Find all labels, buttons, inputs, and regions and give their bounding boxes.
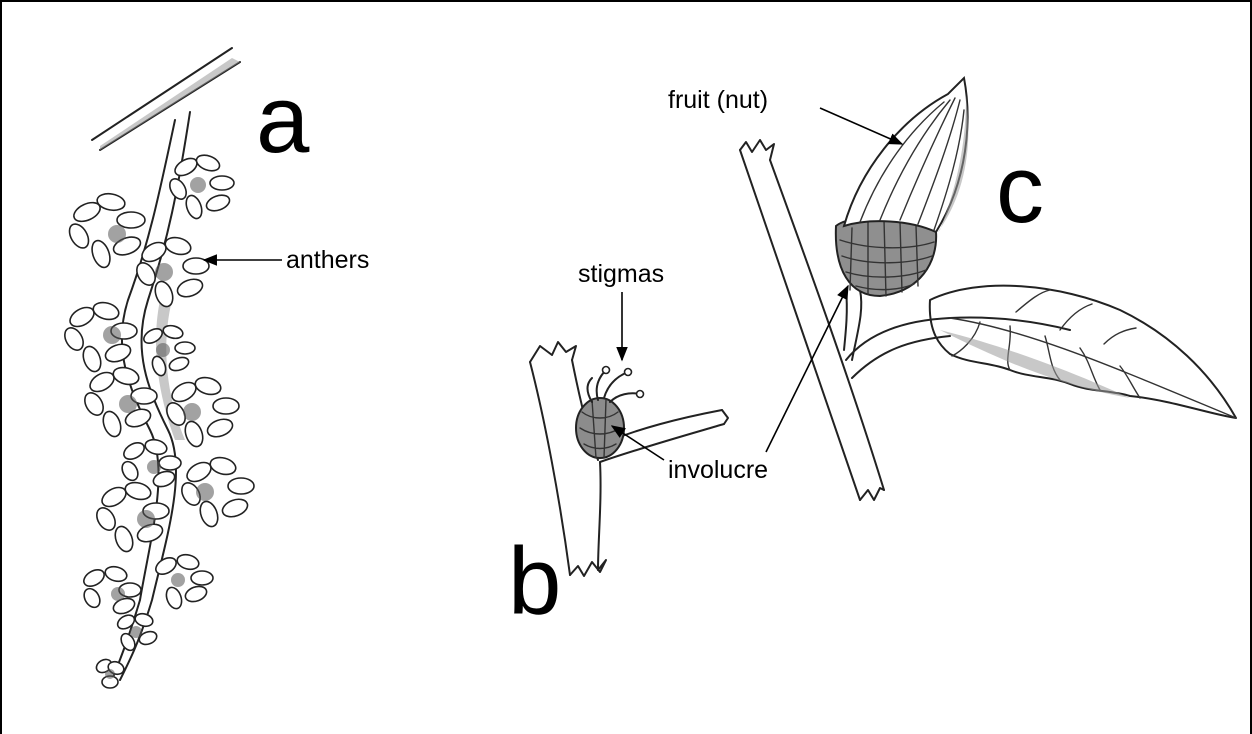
anther-cluster <box>94 657 125 688</box>
anther-cluster <box>141 324 195 378</box>
anther-cluster <box>115 612 158 653</box>
fruit-arrow-icon <box>820 108 902 144</box>
panel-a-label: a <box>256 66 310 173</box>
involucre-label: involucre <box>668 456 768 484</box>
anther-cluster <box>178 455 254 529</box>
panel-b-label: b <box>508 528 561 635</box>
panel-c-label: c <box>996 136 1044 243</box>
catkin-illustration <box>92 48 240 680</box>
anther-cluster <box>133 235 209 309</box>
anthers-label: anthers <box>286 246 369 274</box>
fruit-label: fruit (nut) <box>668 86 768 114</box>
anther-cluster <box>81 564 141 616</box>
fruit-branch-illustration <box>740 78 1236 500</box>
anther-cluster <box>66 192 145 270</box>
anther-cluster <box>153 552 213 610</box>
stigmas-label: stigmas <box>578 260 664 288</box>
anther-cluster <box>166 152 234 220</box>
anther-cluster <box>119 437 181 489</box>
anther-clusters <box>61 152 254 688</box>
